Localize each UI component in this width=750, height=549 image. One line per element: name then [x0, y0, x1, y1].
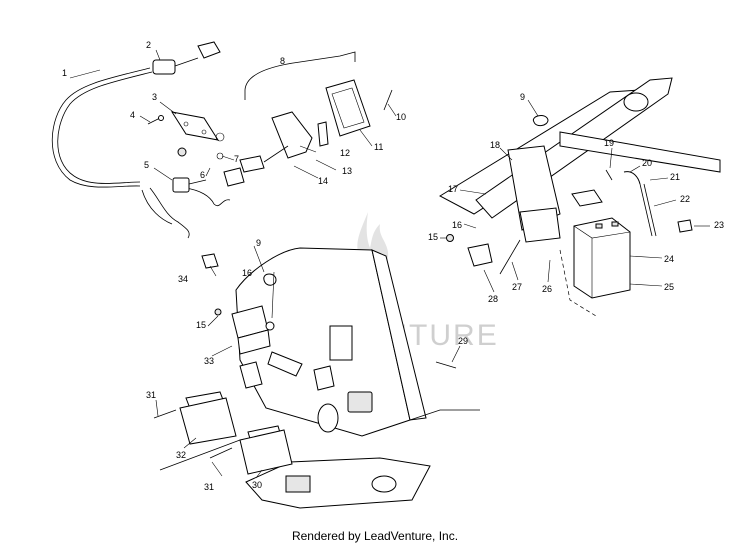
connector-part [152, 41, 221, 75]
wire-harness-part [51, 67, 231, 239]
footer-credit: Rendered by LeadVenture, Inc. [291, 529, 459, 543]
callout-16-left: 16 [242, 268, 252, 278]
frame-rail-part [438, 77, 721, 243]
clip-9-left-part [263, 273, 277, 286]
bracket-plate-part [170, 111, 220, 141]
switch-part [172, 177, 207, 193]
callout-4: 4 [130, 110, 135, 120]
callout-2: 2 [146, 40, 151, 50]
callout-10: 10 [396, 112, 406, 122]
callout-12: 12 [340, 148, 350, 158]
callout-5: 5 [144, 160, 149, 170]
callout-1: 1 [62, 68, 67, 78]
callout-32: 32 [176, 450, 186, 460]
callout-16-right: 16 [452, 220, 462, 230]
callout-7: 7 [234, 154, 239, 164]
callout-13: 13 [342, 166, 352, 176]
callout-20: 20 [642, 158, 652, 168]
battery-pad-part [571, 189, 603, 207]
callout-23: 23 [714, 220, 724, 230]
callout-6: 6 [200, 170, 205, 180]
bolt-27-part [499, 239, 521, 275]
callout-15-right: 15 [428, 232, 438, 242]
battery-part [573, 217, 631, 299]
callout-labels: 1 2 3 4 5 6 7 8 9 9 10 11 12 13 14 15 15… [62, 40, 724, 492]
callout-15-left: 15 [196, 320, 206, 330]
callout-19: 19 [604, 138, 614, 148]
callout-3: 3 [152, 92, 157, 102]
callout-28: 28 [488, 294, 498, 304]
relay-part [214, 305, 275, 355]
bracket-34-part [201, 253, 219, 269]
bolt-29-part [435, 361, 457, 369]
callout-25: 25 [664, 282, 674, 292]
callout-17: 17 [448, 184, 458, 194]
callout-31-top: 31 [146, 390, 156, 400]
callout-27: 27 [512, 282, 522, 292]
leader-lines [69, 49, 710, 479]
callout-11: 11 [374, 142, 383, 152]
callout-9-left: 9 [256, 238, 261, 248]
small-brackets-part [239, 351, 335, 391]
group-bracket [244, 51, 356, 100]
callout-9-right: 9 [520, 92, 525, 102]
callout-14: 14 [318, 176, 328, 186]
callout-29: 29 [458, 336, 468, 346]
battery-tray-dash [559, 249, 597, 317]
clip-part [532, 115, 549, 127]
callout-31-bottom: 31 [204, 482, 214, 492]
lower-frame-part [159, 409, 480, 509]
bolt-part [605, 169, 613, 181]
callout-33: 33 [204, 356, 214, 366]
screw-31b-part [209, 447, 233, 459]
mounting-plate-part [235, 247, 427, 437]
callout-34: 34 [178, 274, 188, 284]
washer-part [215, 132, 225, 160]
screw-10-part [383, 89, 393, 111]
callout-26: 26 [542, 284, 552, 294]
screw-part [147, 115, 164, 125]
screw-31a-part [153, 409, 177, 419]
callout-30: 30 [252, 480, 262, 490]
callout-8: 8 [280, 56, 285, 66]
reflector-30-part [239, 425, 293, 475]
callout-24: 24 [664, 254, 674, 264]
nut-part [177, 147, 187, 157]
battery-cable-part [623, 171, 693, 237]
reflector-32-part [179, 391, 237, 445]
callout-21: 21 [670, 172, 680, 182]
callout-18: 18 [490, 140, 500, 150]
callout-22: 22 [680, 194, 690, 204]
mount-clip-part [446, 234, 493, 267]
tail-lens-part [325, 79, 371, 137]
